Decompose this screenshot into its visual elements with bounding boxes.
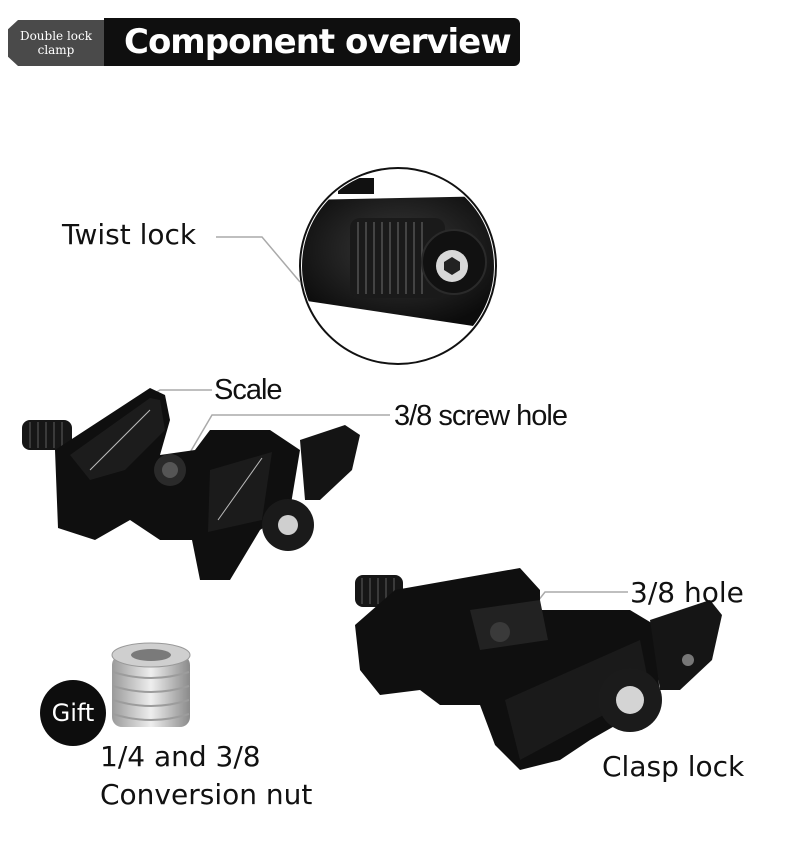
page-title: Component overview	[124, 22, 512, 62]
label-hole: 3/8 hole	[630, 576, 744, 609]
label-twist-lock: Twist lock	[62, 218, 197, 251]
gift-badge-label: Gift	[51, 699, 95, 727]
gift-badge: Gift	[40, 680, 106, 746]
label-nut-line2: Conversion nut	[100, 778, 313, 811]
header-tag-line2: clamp	[37, 43, 75, 57]
twist-lock-zoom-circle	[299, 167, 497, 365]
label-screw-hole: 3/8 screw hole	[394, 400, 568, 432]
label-clasp-lock: Clasp lock	[602, 750, 745, 783]
clamp-bottom	[355, 568, 722, 770]
twist-lock-leader	[216, 236, 301, 283]
leader-lines	[139, 236, 628, 616]
label-nut-line1: 1/4 and 3/8	[100, 740, 261, 773]
label-scale: Scale	[214, 374, 283, 406]
conversion-nut	[111, 642, 191, 727]
clamp-top	[22, 388, 360, 580]
header-title-bar: Component overview	[104, 18, 520, 66]
header-tag-line1: Double lock	[19, 29, 93, 43]
header-tag: Double lock clamp	[8, 20, 104, 66]
